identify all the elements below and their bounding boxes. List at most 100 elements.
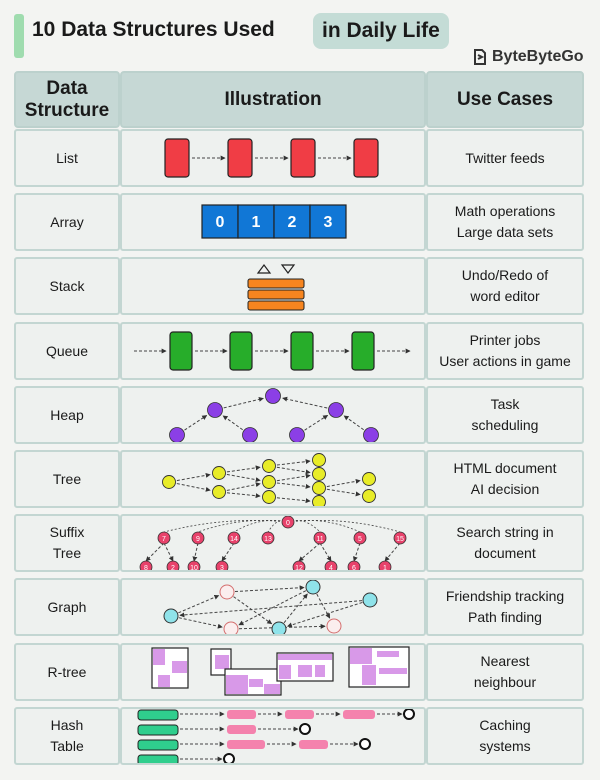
tree-node	[212, 466, 226, 480]
row-usecases: Twitter feeds	[426, 129, 584, 187]
suffix-node-label: 15	[396, 536, 404, 543]
graph-node	[163, 608, 179, 624]
usecase-text: Undo/Redo of	[461, 267, 549, 283]
tree-node	[262, 459, 276, 473]
array-cell	[201, 204, 239, 239]
suffix-node-label: 11	[316, 536, 323, 543]
row-label-line: Suffix	[49, 524, 85, 540]
tree-edge	[276, 473, 311, 482]
row-label-graph: Graph	[14, 578, 120, 636]
usecase-text: AI decision	[470, 481, 540, 497]
row-label-line: Graph	[47, 598, 87, 615]
rtree-region	[158, 675, 170, 687]
array-index: 0	[216, 214, 225, 231]
rtree-region	[350, 648, 372, 664]
illustration-list	[120, 129, 426, 187]
row-label-r-tree: R-tree	[14, 643, 120, 701]
suffix-node-label: 10	[190, 565, 198, 570]
heap-edge	[184, 415, 208, 431]
tree-edge	[176, 472, 211, 482]
suffix-edge	[145, 542, 165, 562]
row-label-line: Array	[50, 213, 84, 230]
suffix-node-label: 2	[171, 565, 175, 570]
tree-node	[262, 475, 276, 489]
illustration-queue	[120, 322, 426, 380]
illustration-hash-table	[120, 707, 426, 765]
heap-node	[363, 427, 379, 442]
rtree-region	[172, 661, 187, 673]
suffix-node	[261, 531, 275, 545]
rtree-region	[279, 665, 291, 679]
hash-entry	[343, 710, 375, 719]
row-label-stack: Stack	[14, 257, 120, 315]
suffix-node	[347, 560, 361, 570]
tree-node	[162, 475, 176, 489]
graph-node	[362, 592, 378, 608]
tree-node	[362, 489, 376, 503]
tree-edge	[226, 465, 261, 473]
suffix-node-label: 8	[144, 565, 148, 570]
heap-node	[242, 427, 258, 442]
heap-edge	[282, 396, 328, 409]
illustration-svg	[137, 709, 415, 763]
rtree-region	[377, 651, 399, 657]
graph-edge	[178, 617, 223, 629]
row-label-tree: Tree	[14, 450, 120, 508]
rtree-region	[215, 655, 229, 669]
graph-edge	[234, 585, 305, 593]
row-label-heap: Heap	[14, 386, 120, 444]
row-label-line: Heap	[50, 406, 84, 423]
rtree-region	[226, 675, 248, 694]
header: 10 Data Structures Used in Daily Life By…	[0, 0, 600, 70]
queue-node	[229, 331, 253, 371]
rtree-region	[298, 665, 312, 677]
graph-node	[326, 618, 342, 634]
suffix-edge	[197, 519, 289, 533]
tree-edge	[276, 459, 311, 466]
graph-edge	[238, 590, 307, 626]
suffix-node-label: 6	[352, 565, 356, 570]
suffix-node	[191, 531, 205, 545]
heap-edge	[223, 396, 264, 409]
suffix-edge	[163, 542, 174, 562]
graph-edge	[179, 600, 363, 618]
hash-entry	[285, 710, 314, 719]
usecase-text: scheduling	[471, 417, 539, 433]
usecase-text: systems	[479, 738, 531, 754]
graph-edge	[233, 596, 273, 625]
row-label-line: Stack	[49, 277, 85, 294]
suffix-node-label: 14	[230, 536, 238, 543]
tree-node	[212, 485, 226, 499]
heap-node	[265, 388, 281, 404]
suffix-node	[139, 560, 153, 570]
usecase-text: Twitter feeds	[465, 149, 545, 166]
usecase-text: neighbour	[473, 674, 537, 690]
rtree-region	[362, 665, 376, 685]
suffix-node	[292, 560, 306, 570]
tree-edge	[276, 466, 311, 475]
suffix-node	[353, 531, 367, 545]
row-label-line: Table	[50, 738, 84, 754]
heap-node	[169, 427, 185, 442]
array-cell	[273, 204, 311, 239]
suffix-root-label: 0	[286, 520, 290, 527]
hash-bucket	[137, 724, 179, 736]
suffix-node	[324, 560, 338, 570]
illustration-svg	[169, 388, 379, 442]
usecase-text: Printer jobs	[469, 332, 541, 348]
suffix-node	[227, 531, 241, 545]
usecase-text: Large data sets	[456, 224, 554, 240]
illustration-heap	[120, 386, 426, 444]
row-label-list: List	[14, 129, 120, 187]
heap-edge	[304, 414, 329, 431]
suffix-root-node	[281, 516, 295, 529]
list-node	[227, 138, 253, 178]
usecase-text: Caching	[479, 717, 531, 733]
list-node	[290, 138, 316, 178]
queue-node	[169, 331, 193, 371]
stack-item	[247, 300, 305, 311]
